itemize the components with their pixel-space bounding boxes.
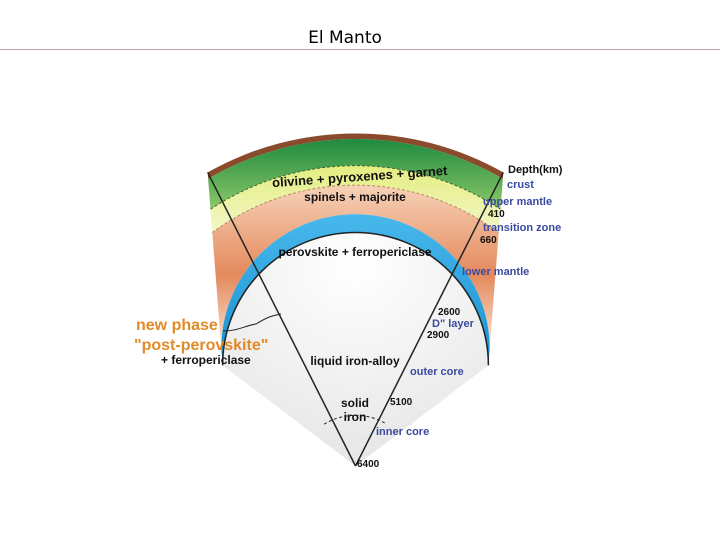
outer-core-region (222, 232, 489, 466)
depth-5100: 5100 (390, 397, 413, 408)
depth-410: 410 (488, 209, 505, 220)
zone-outer-core: outer core (410, 366, 464, 378)
wedge-left-edge (207, 172, 357, 467)
boundary-660 (212, 184, 499, 234)
callout-ferropericlase: + ferropericlase (161, 353, 251, 367)
depth-6400: 6400 (357, 459, 380, 470)
zone-transition: transition zone (483, 222, 561, 234)
zone-crust: crust (507, 179, 534, 191)
zone-upper-mantle: upper mantle (483, 196, 552, 208)
wedge-right-edge (354, 172, 504, 467)
zone-lower-mantle: lower mantle (462, 266, 529, 278)
lower-mantle-band (212, 185, 499, 349)
callout-connector (222, 313, 282, 332)
zone-inner-core: inner core (376, 426, 429, 438)
crust-band (207, 133, 504, 179)
layer-label-spinels: spinels + majorite (304, 190, 406, 204)
depth-660: 660 (480, 235, 497, 246)
zone-d-layer: D" layer (432, 318, 475, 330)
upper-mantle-band (208, 139, 503, 210)
depth-2900: 2900 (427, 330, 450, 341)
layer-label-iron: iron (344, 410, 367, 424)
callout-new-phase: new phase (136, 317, 218, 334)
boundary-core-mantle (221, 231, 490, 366)
transition-zone-band (210, 165, 501, 233)
title-divider (0, 49, 720, 50)
depth-2600: 2600 (438, 307, 461, 318)
layer-label-solid: solid (341, 396, 369, 410)
boundary-410 (210, 165, 501, 210)
page-title: El Manto (308, 28, 382, 48)
callout-post-perovskite: "post-perovskite" (134, 337, 268, 354)
layer-label-perovskite: perovskite + ferropericlase (278, 245, 431, 259)
layer-label-liquid: liquid iron-alloy (310, 354, 400, 368)
boundary-inner-core (323, 414, 388, 425)
depth-header: Depth(km) (508, 164, 563, 176)
